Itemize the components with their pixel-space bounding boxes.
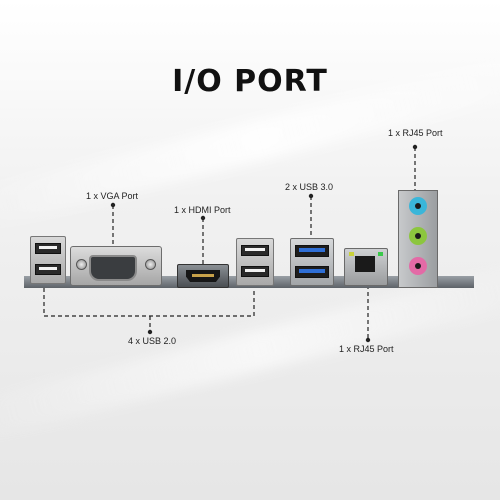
rj45-port <box>344 248 388 286</box>
rj45-led-right <box>378 252 383 256</box>
hdmi-label: 1 x HDMI Port <box>174 205 231 215</box>
hdmi-port <box>177 264 229 288</box>
vga-port <box>70 246 162 286</box>
audio-jack-line-in <box>409 197 427 215</box>
audio-jack-line-out <box>409 227 427 245</box>
usb2-bracket-line <box>43 288 255 317</box>
usb2-port-stack-middle <box>236 238 274 286</box>
usb3-label: 2 x USB 3.0 <box>285 182 334 192</box>
rj45-bottom-label: 1 x RJ45 Port <box>339 344 394 354</box>
usb2-label: 4 x USB 2.0 <box>128 336 177 346</box>
vga-label: 1 x VGA Port <box>86 191 139 201</box>
audio-jack-mic <box>409 257 427 275</box>
rj45-led-left <box>349 252 354 256</box>
usb3-port-stack <box>290 238 334 286</box>
audio-jack-panel <box>398 190 438 288</box>
page-title: I/O PORT <box>172 64 328 99</box>
rj45-top-label: 1 x RJ45 Port <box>388 128 443 138</box>
usb2-port-stack-left <box>30 236 66 284</box>
